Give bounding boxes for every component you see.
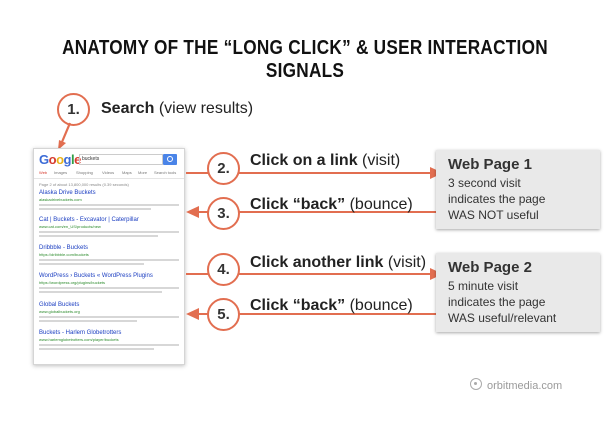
- step-5-detail: (bounce): [345, 297, 413, 314]
- serp-tabs: Web Images Shopping Videos Maps More Sea…: [34, 169, 184, 179]
- serp-search-input: buckets: [79, 154, 163, 165]
- serp-result-url: www.harlemglobetrotters.com/player/bucke…: [39, 337, 119, 342]
- serp-result-title: Global Buckets: [39, 302, 80, 308]
- serp-result-title: Dribbble - Buckets: [39, 245, 89, 251]
- web-page-1-title: Web Page 1: [448, 156, 532, 173]
- serp-tab-shopping: Shopping: [76, 170, 93, 175]
- serp-result-snippet: [39, 287, 179, 289]
- step-2-label: Click on a link (visit): [250, 152, 400, 170]
- step-3-action: Click “back”: [250, 196, 346, 213]
- step-4-action: Click another link: [250, 254, 384, 271]
- search-icon: [163, 154, 177, 165]
- serp-result: Global Buckets www.globalbuckets.org: [39, 302, 179, 322]
- serp-result: Dribbble - Buckets https://dribbble.com/…: [39, 245, 179, 265]
- orbit-logo-icon: [470, 378, 482, 390]
- serp-result-snippet: [39, 344, 179, 346]
- step-4-number: 4.: [207, 253, 240, 286]
- step-2-number: 2.: [207, 152, 240, 185]
- brand-credit: orbitmedia.com: [487, 380, 563, 392]
- page-title: ANATOMY OF THE “LONG CLICK” & USER INTER…: [62, 37, 548, 82]
- step-5-number: 5.: [207, 298, 240, 331]
- web-page-1-line: WAS NOT useful: [448, 208, 539, 222]
- google-logo: Google: [39, 152, 81, 167]
- serp-result-title: Alaska Drive Buckets: [39, 190, 96, 196]
- step-5-action: Click “back”: [250, 297, 346, 314]
- web-page-2-title: Web Page 2: [448, 259, 532, 276]
- serp-tab-search-tools: Search tools: [154, 170, 177, 175]
- serp-tab-images: Images: [54, 170, 68, 175]
- step-3-detail: (bounce): [345, 196, 413, 213]
- serp-result-count: Page 2 of about 13,800,000 results (0.39…: [39, 182, 129, 187]
- web-page-1-line: 3 second visit: [448, 176, 521, 190]
- step-4-label: Click another link (visit): [250, 254, 426, 272]
- serp-result: Alaska Drive Buckets alaskadrivebuckets.…: [39, 190, 179, 210]
- web-page-1-box: Web Page 1 3 second visit indicates the …: [436, 150, 600, 229]
- web-page-2-line: indicates the page: [448, 295, 546, 309]
- step-3-label: Click “back” (bounce): [250, 196, 413, 214]
- serp-result-snippet: [39, 348, 154, 350]
- step-3-number: 3.: [207, 197, 240, 230]
- web-page-1-line: indicates the page: [448, 192, 546, 206]
- serp-result-url: https://wordpress.org/plugins/buckets: [39, 280, 106, 285]
- serp-result-title: WordPress › Buckets « WordPress Plugins: [39, 273, 153, 279]
- step-1-detail: (view results): [154, 100, 254, 117]
- serp-result-url: www.globalbuckets.org: [39, 309, 80, 314]
- web-page-2-line: WAS useful/relevant: [448, 311, 557, 325]
- step-1-action: Search: [101, 100, 155, 117]
- serp-result-snippet: [39, 208, 151, 210]
- step-4-detail: (visit): [383, 254, 427, 271]
- serp-result-title: Cat | Buckets - Excavator | Caterpillar: [39, 217, 139, 223]
- serp-result-url: www.cat.com/en_US/products/new: [39, 224, 101, 229]
- serp-result-snippet: [39, 204, 179, 206]
- serp-result: WordPress › Buckets « WordPress Plugins …: [39, 273, 179, 293]
- step-2-action: Click on a link: [250, 152, 358, 169]
- serp-result-snippet: [39, 231, 179, 233]
- step-1-number: 1.: [57, 93, 90, 126]
- step-1-arrow: [58, 122, 72, 150]
- serp-result-url: https://dribbble.com/buckets: [39, 252, 89, 257]
- web-page-2-line: 5 minute visit: [448, 279, 519, 293]
- step-5-label: Click “back” (bounce): [250, 297, 413, 315]
- step-1-label: Search (view results): [101, 100, 253, 118]
- search-results-screenshot: Google buckets Web Images Shopping Video…: [33, 148, 185, 365]
- serp-result-title: Buckets - Harlem Globetrotters: [39, 330, 122, 336]
- serp-tab-videos: Videos: [102, 170, 115, 175]
- serp-result-snippet: [39, 291, 163, 293]
- serp-result-snippet: [39, 316, 179, 318]
- serp-result-snippet: [39, 320, 137, 322]
- serp-result-snippet: [39, 259, 179, 261]
- serp-result-snippet: [39, 235, 158, 237]
- serp-result: Buckets - Harlem Globetrotters www.harle…: [39, 330, 179, 350]
- step-2-detail: (visit): [357, 152, 401, 169]
- serp-tab-more: More: [138, 170, 148, 175]
- serp-tab-web: Web: [39, 170, 48, 175]
- serp-tab-maps: Maps: [122, 170, 132, 175]
- web-page-2-box: Web Page 2 5 minute visit indicates the …: [436, 253, 600, 332]
- serp-result: Cat | Buckets - Excavator | Caterpillar …: [39, 217, 179, 237]
- serp-result-url: alaskadrivebuckets.com: [39, 197, 82, 202]
- serp-result-snippet: [39, 263, 144, 265]
